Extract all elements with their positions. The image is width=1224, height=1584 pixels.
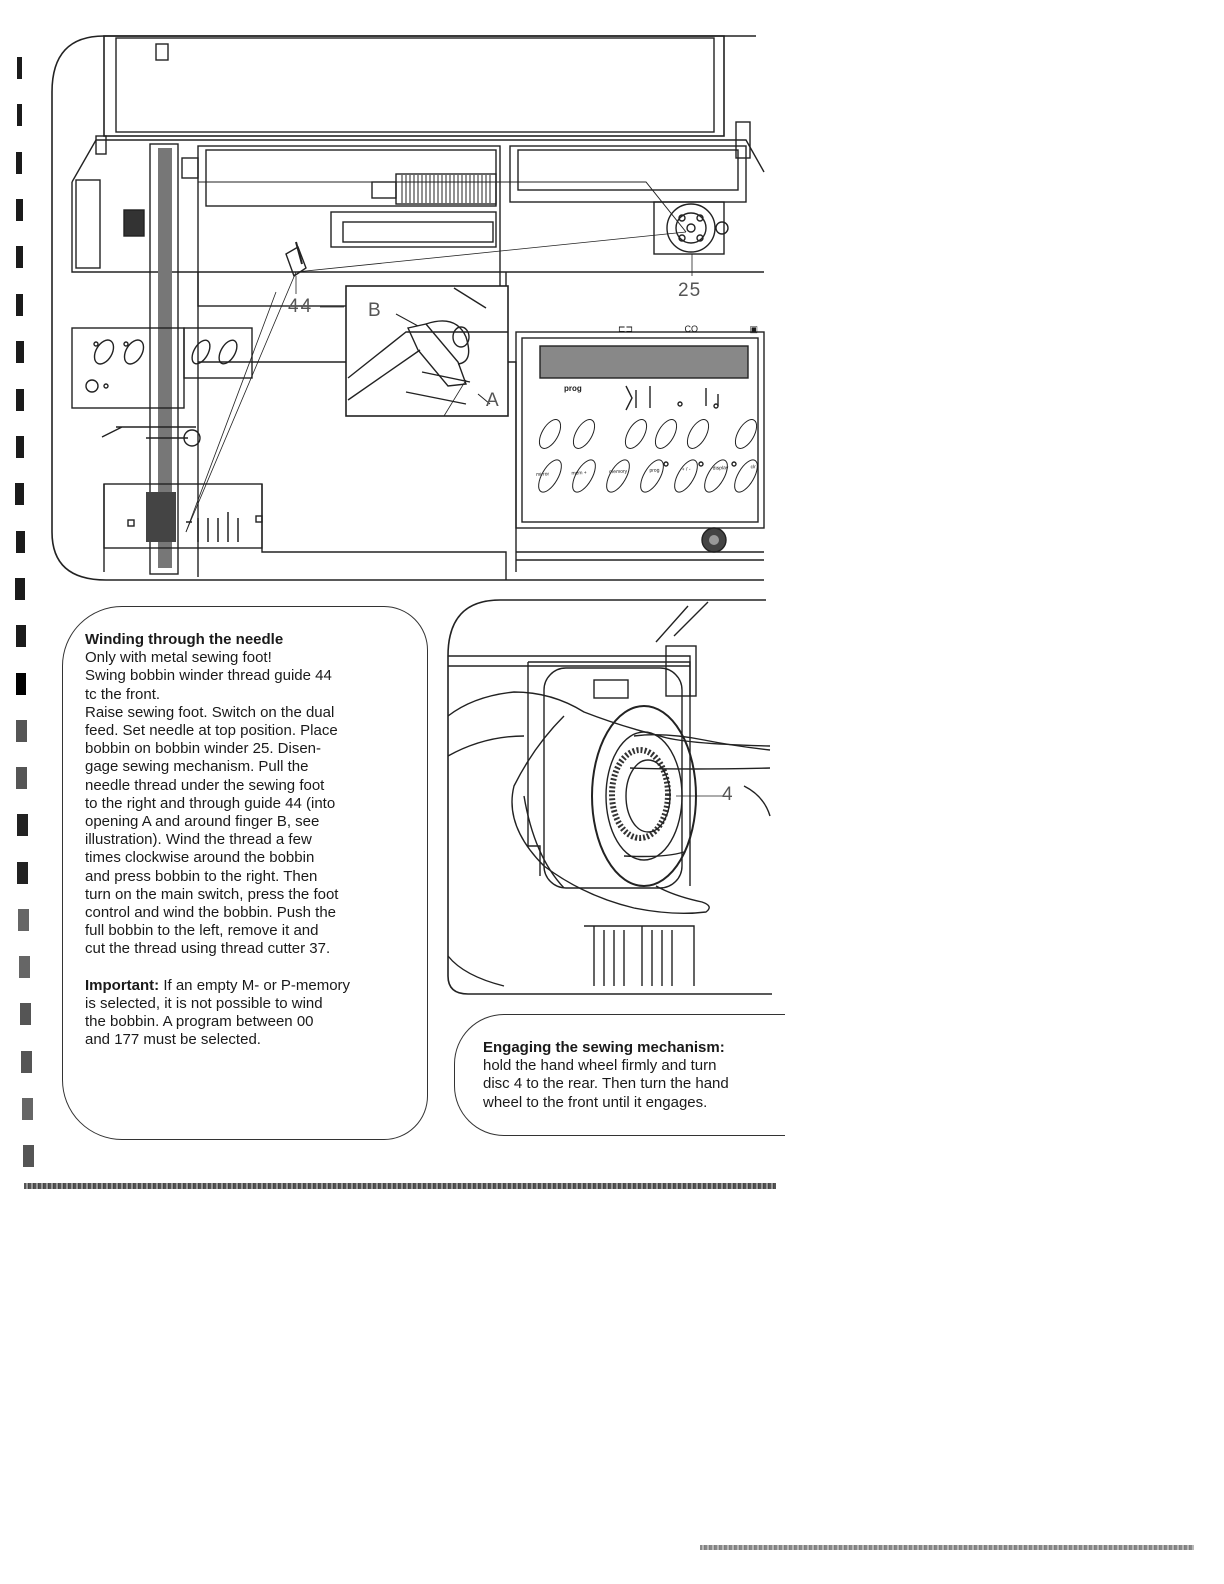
important-label: Important: <box>85 976 160 994</box>
winding-line: to the right and through guide 44 (into <box>85 794 336 812</box>
callout-A: A <box>486 390 499 411</box>
winding-line: feed. Set needle at top position. Place <box>85 722 338 740</box>
winding-line: control and wind the bobbin. Push the <box>85 904 337 922</box>
important-first-line: If an empty M- or P-memory <box>159 976 351 994</box>
callout-B: B <box>368 300 381 321</box>
winding-line: needle thread under the sewing foot <box>85 776 325 794</box>
callout-25: 25 <box>678 280 702 301</box>
winding-line: illustration). Wind the thread a few <box>85 831 312 849</box>
engaging-heading: Engaging the sewing mechanism: <box>483 1039 725 1056</box>
winding-instructions-box: Winding through the needle Only with met… <box>62 606 428 1140</box>
detail-inset <box>345 285 509 417</box>
engaging-line: wheel to the front until it engages. <box>483 1093 708 1111</box>
panel-key-plusminus: + / - <box>681 466 691 473</box>
page-bottom-rule <box>24 1183 776 1189</box>
panel-symbol-1: ⊏⊐ <box>618 324 634 334</box>
winding-line: times clockwise around the bobbin <box>85 849 315 867</box>
hand-wheel-illustration: 4 <box>444 596 774 998</box>
winding-line: gage sewing mechanism. Pull the <box>85 758 309 776</box>
panel-key-display: display <box>712 465 729 472</box>
machine-illustration: 44 25 B A ⊏⊐ CO ▣ prog mirror mem + memo… <box>46 32 766 584</box>
engaging-line: disc 4 to the rear. Then turn the hand <box>483 1075 729 1093</box>
callout-44: 44 <box>288 296 314 317</box>
winding-line: tc the front. <box>85 685 161 703</box>
winding-line: full bobbin to the left, remove it and <box>85 922 319 940</box>
control-panel <box>515 331 765 561</box>
spool <box>371 173 497 205</box>
important-note: Important: If an empty M- or P-memory <box>85 977 415 995</box>
bobbin-winder <box>666 203 729 253</box>
winding-line: and press bobbin to the right. Then <box>85 867 318 885</box>
winding-line: cut the thread using thread cutter 37. <box>85 940 331 958</box>
panel-key-mirror: mirror <box>535 471 550 478</box>
engaging-line: hold the hand wheel firmly and turn <box>483 1057 717 1075</box>
winding-line: Raise sewing foot. Switch on the dual <box>85 703 335 721</box>
panel-symbol-3: ▣ <box>749 324 758 334</box>
panel-symbol-2: CO <box>684 324 699 334</box>
winding-line: bobbin on bobbin winder 25. Disen- <box>85 740 321 758</box>
panel-key-memory: memory <box>608 468 628 476</box>
winding-line: opening A and around finger B, see <box>85 813 320 831</box>
page-edge-rule <box>700 1545 1194 1550</box>
panel-prog-label: prog <box>564 384 582 393</box>
winding-line: Swing bobbin winder thread guide 44 <box>85 667 332 685</box>
panel-symbols: ⊏⊐ CO ▣ <box>618 324 758 335</box>
winding-line: turn on the main switch, press the foot <box>85 885 339 903</box>
engaging-instructions-box: Engaging the sewing mechanism: hold the … <box>454 1014 785 1136</box>
important-line: is selected, it is not possible to wind <box>85 994 323 1012</box>
winding-line: Only with metal sewing foot! <box>85 649 272 667</box>
panel-key-mem: mem + <box>571 470 587 477</box>
important-line: and 177 must be selected. <box>85 1031 261 1049</box>
panel-key-prog: prog <box>649 467 660 474</box>
important-line: the bobbin. A program between 00 <box>85 1013 314 1031</box>
panel-key-clr: clr <box>750 464 757 471</box>
winding-heading: Winding through the needle <box>85 631 284 648</box>
callout-4: 4 <box>722 784 733 805</box>
